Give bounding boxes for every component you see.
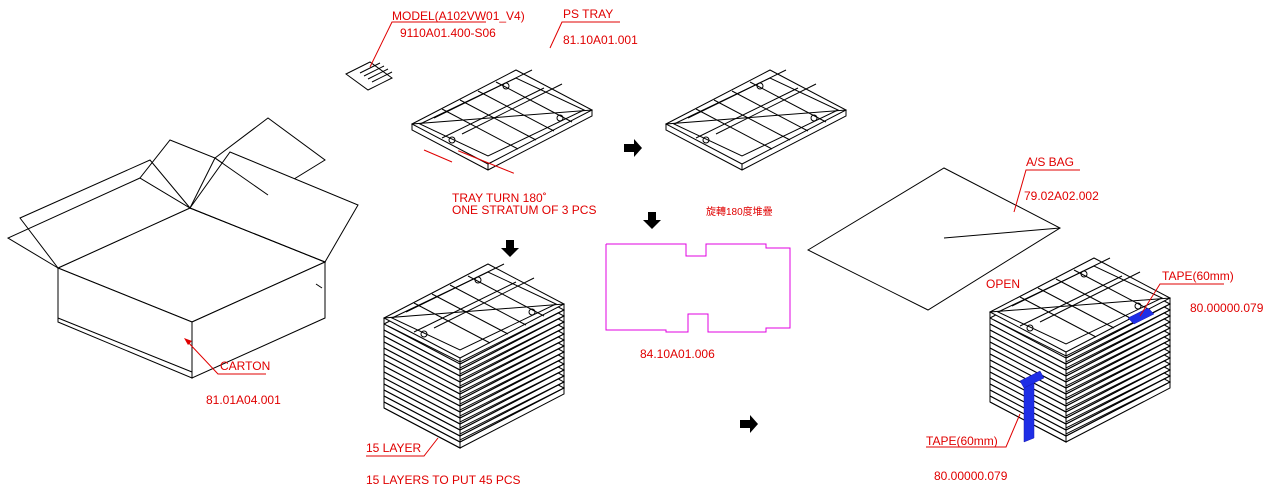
ps-tray-part-number: 81.10A01.001 bbox=[563, 33, 638, 47]
rotate-stack-note: 旋轉180度堆疊 bbox=[706, 205, 773, 218]
model-leader-line bbox=[369, 21, 486, 68]
arrow-down-2 bbox=[643, 212, 661, 229]
tape-right-leader-line bbox=[1139, 283, 1224, 317]
carton-label: CARTON bbox=[220, 359, 270, 373]
separator-part-number: 84.10A01.006 bbox=[640, 347, 715, 361]
as-bag-leader-line bbox=[1013, 169, 1080, 213]
arrow-right-1 bbox=[624, 139, 642, 157]
carton-leader-arrowhead bbox=[184, 338, 192, 345]
tape-left-label: TAPE(60mm) bbox=[926, 434, 998, 448]
tape-right-label: TAPE(60mm) bbox=[1162, 269, 1234, 283]
model-part-number: 9110A01.400-S06 bbox=[400, 26, 496, 40]
tape-right-part-number: 80.00000.079 bbox=[1190, 301, 1264, 315]
carton-leader-line bbox=[185, 339, 266, 375]
layers-note: 15 LAYERS TO PUT 45 PCS bbox=[366, 473, 521, 487]
carton-part-number: 81.01A04.001 bbox=[206, 393, 281, 407]
tape-strip-right bbox=[1127, 307, 1155, 325]
separator-sheet bbox=[605, 243, 791, 333]
arrow-down-1 bbox=[501, 240, 519, 257]
ps-tray-rotated bbox=[665, 69, 847, 171]
tape-left-leader-line bbox=[926, 413, 1021, 448]
ps-tray-single bbox=[411, 69, 593, 171]
as-bag bbox=[806, 167, 1062, 311]
tape-left-part-number: 80.00000.079 bbox=[934, 469, 1008, 483]
carton-box bbox=[6, 117, 359, 379]
rotation-marker bbox=[423, 149, 515, 174]
ps-tray-leader-line bbox=[549, 21, 620, 49]
one-stratum-text: ONE STRATUM OF 3 PCS bbox=[452, 203, 596, 217]
as-bag-part-number: 79.02A02.002 bbox=[1024, 189, 1099, 203]
model-label: MODEL(A102VW01_V4) bbox=[392, 9, 525, 23]
tray-turn-text: TRAY TURN 180˚ bbox=[452, 191, 547, 205]
open-label: OPEN bbox=[986, 277, 1020, 291]
arrow-right-2 bbox=[740, 415, 758, 433]
tape-strip-left bbox=[1019, 370, 1045, 443]
layer-leader-line bbox=[366, 437, 439, 457]
tray-stack-15-layer bbox=[383, 263, 565, 449]
layer-count-label: 15 LAYER bbox=[366, 441, 421, 455]
model-label-sticker bbox=[345, 61, 393, 91]
ps-tray-label: PS TRAY bbox=[563, 7, 613, 21]
as-bag-label: A/S BAG bbox=[1026, 155, 1074, 169]
